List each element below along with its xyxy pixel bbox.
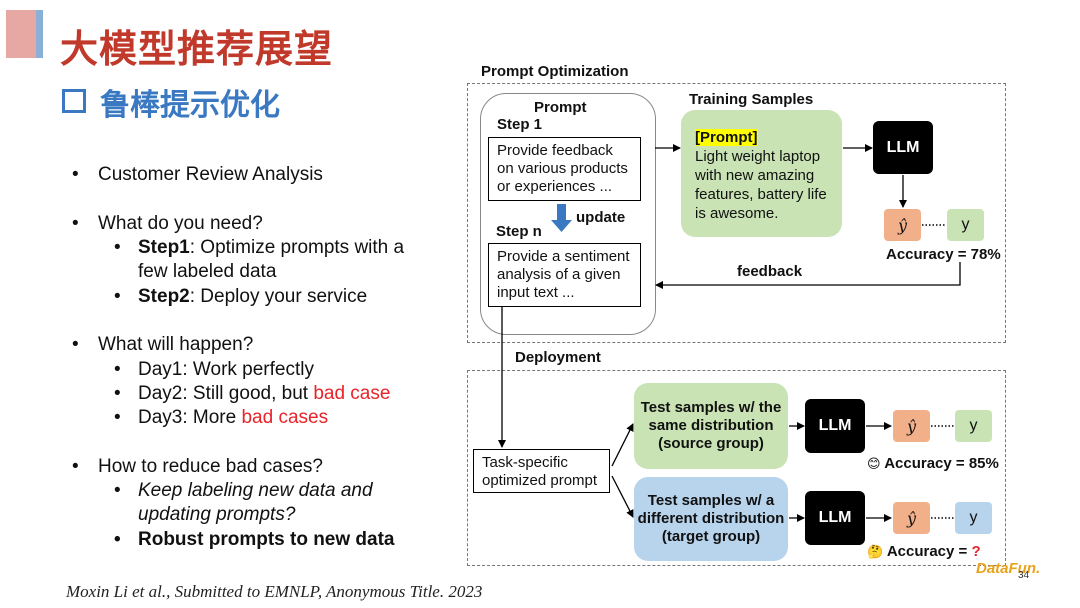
datafun-logo: DataFun. <box>976 560 1041 577</box>
accuracy-target: 🤔 Accuracy = ? <box>867 543 981 560</box>
deployment-label: Deployment <box>515 349 601 366</box>
arrow-feedback <box>655 262 961 289</box>
step1-label: Step 1 <box>497 116 543 133</box>
bullet-what-happen: •What will happen? <box>72 334 254 355</box>
deployment-frame <box>467 370 1006 566</box>
yhat-box-source: ŷ <box>893 410 930 442</box>
test-samples-source: Test samples w/ the same distribution (s… <box>634 383 788 469</box>
sub-bullet-labeling: •Keep labeling new data and updating pro… <box>114 480 373 525</box>
thinking-emoji-icon: 🤔 <box>867 544 884 559</box>
bullet-reduce: •How to reduce bad cases? <box>72 456 323 477</box>
title-accent-pink <box>6 10 36 58</box>
llm-box-target: LLM <box>805 491 865 545</box>
step1-prompt-box: Provide feedback on various products or … <box>488 137 641 201</box>
sub-bullet-day2: •Day2: Still good, but bad case <box>114 383 391 404</box>
accuracy-source: 😊 Accuracy = 85% <box>867 455 999 472</box>
prompt-optimization-frame <box>467 83 1006 343</box>
yhat-box-top: ŷ <box>884 209 921 241</box>
sub-bullet-robust: •Robust prompts to new data <box>114 529 395 550</box>
y-box-source: y <box>955 410 992 442</box>
slide-subtitle: 鲁棒提示优化 <box>62 80 280 124</box>
y-box-target: y <box>955 502 992 534</box>
subtitle-text: 鲁棒提示优化 <box>100 88 280 123</box>
happy-emoji-icon: 😊 <box>867 456 881 471</box>
task-prompt-box: Task-specific optimized prompt <box>473 449 610 493</box>
sub-bullet-step2: •Step2: Deploy your service <box>114 286 368 307</box>
feedback-label: feedback <box>737 263 803 280</box>
training-samples-label: Training Samples <box>689 91 814 108</box>
citation: Moxin Li et al., Submitted to EMNLP, Ano… <box>66 582 483 601</box>
bullet-what-need: •What do you need? <box>72 213 263 234</box>
update-label: update <box>576 209 626 226</box>
slide-title: 大模型推荐展望 <box>60 27 334 71</box>
sub-bullet-day1: •Day1: Work perfectly <box>114 359 314 380</box>
prompt-tag: [Prompt] <box>695 129 758 146</box>
stepn-label: Step n <box>496 223 542 240</box>
y-box-top: y <box>947 209 984 241</box>
training-sample-text: Light weight laptop with new amazing fea… <box>695 148 827 222</box>
yhat-box-target: ŷ <box>893 502 930 534</box>
sub-bullet-step1: •Step1: Optimize prompts with a few labe… <box>114 237 405 282</box>
stepn-prompt-box: Provide a sentiment analysis of a given … <box>488 243 641 307</box>
checkbox-icon <box>62 89 86 113</box>
bullet-customer-review: •Customer Review Analysis <box>72 164 323 185</box>
training-sample-box: [Prompt] Light weight laptop with new am… <box>681 110 842 237</box>
prompt-header: Prompt <box>534 99 587 116</box>
accuracy-top: Accuracy = 78% <box>886 246 1001 263</box>
llm-box-top: LLM <box>873 121 933 174</box>
update-arrow-icon <box>551 204 572 232</box>
test-samples-target: Test samples w/ a different distribution… <box>634 477 788 561</box>
title-accent-blue <box>36 10 43 58</box>
sub-bullet-day3: •Day3: More bad cases <box>114 407 329 428</box>
arrow-task-to-target <box>611 475 634 518</box>
arrow-task-to-source <box>611 423 634 467</box>
llm-box-source: LLM <box>805 399 865 453</box>
page-number: 34 <box>1018 570 1030 581</box>
prompt-optimization-label: Prompt Optimization <box>481 63 629 80</box>
